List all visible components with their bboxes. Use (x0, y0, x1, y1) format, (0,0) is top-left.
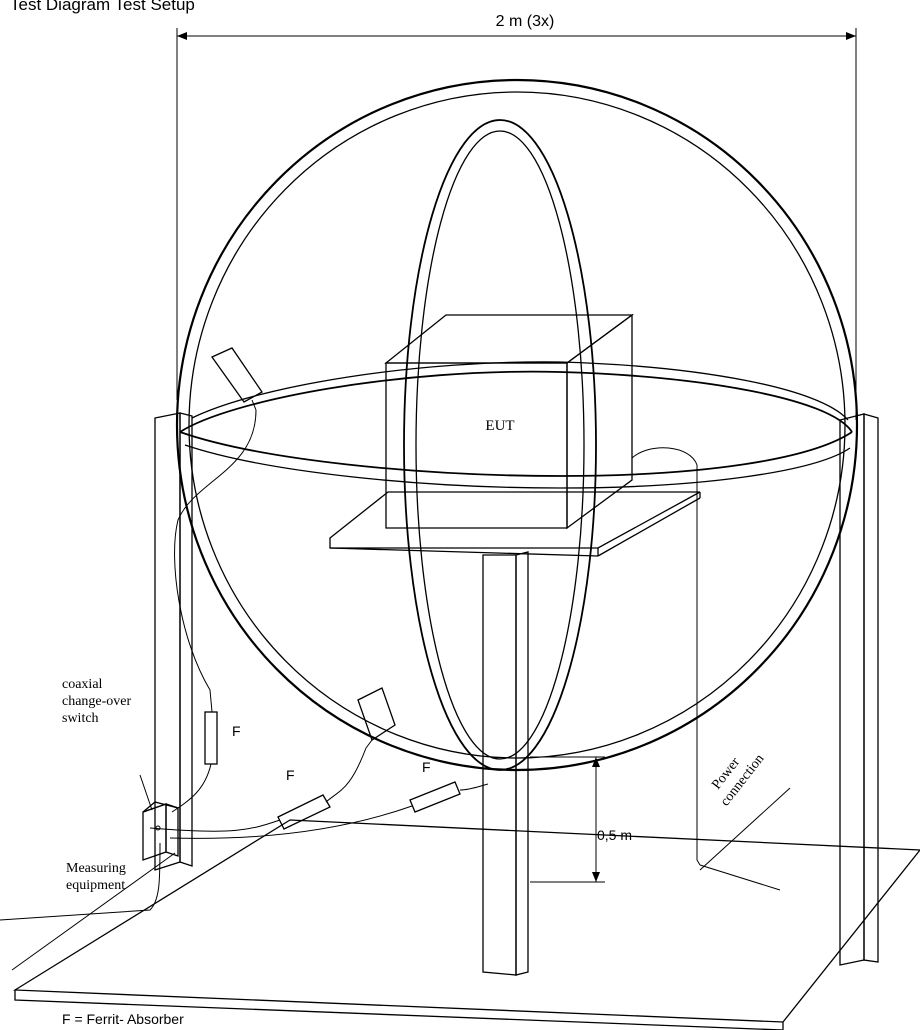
horizontal-ring (179, 361, 853, 489)
vertical-ring (403, 119, 597, 771)
base-plate (12, 819, 920, 1030)
ferrite-label-3: F (422, 759, 431, 775)
coaxial-switch-box (139, 774, 179, 861)
measuring-equipment-label: Measuring equipment (66, 861, 129, 893)
left-post (154, 412, 193, 871)
ferrite-absorber-3: F (409, 759, 461, 813)
antenna-upper-left (211, 347, 263, 411)
height-dimension: 0,5 m (530, 756, 632, 883)
switch-label: coaxial change-over switch (62, 677, 135, 726)
right-post (839, 413, 879, 966)
diagram-heading: Test Diagram Test Setup (10, 0, 195, 14)
center-pole (482, 551, 529, 976)
antenna-lower (357, 687, 396, 749)
ferrite-label-1: F (232, 723, 241, 739)
ferrite-absorber-2: F (277, 767, 331, 830)
ferrite-absorber-1: F (204, 711, 241, 765)
width-dimension-label: 2 m (3x) (496, 13, 555, 30)
eut-label: EUT (485, 418, 514, 434)
power-connection-label: Power connection (704, 741, 767, 809)
height-dimension-label: 0,5 m (597, 827, 632, 843)
ferrite-label-2: F (286, 767, 295, 783)
eut-table (329, 491, 701, 557)
width-dimension: 2 m (3x) (176, 13, 857, 420)
legend-ferrite: F = Ferrit- Absorber (62, 1011, 184, 1027)
sphere-outer-ring (175, 78, 859, 772)
